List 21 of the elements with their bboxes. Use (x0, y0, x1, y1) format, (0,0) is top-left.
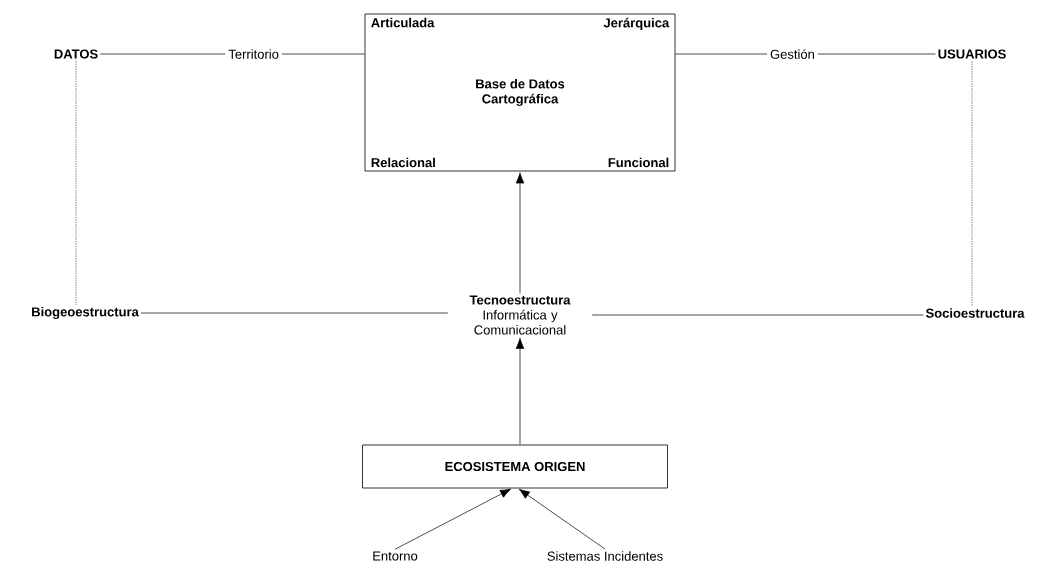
connector-line (675, 53, 936, 55)
arrow (515, 172, 525, 294)
arrow (515, 337, 525, 445)
process-box: ECOSISTEMA ORIGEN (362, 444, 668, 489)
label-text: DATOS (54, 49, 98, 59)
label-text: USUARIOS (938, 49, 1006, 59)
edge-label: Territorio (225, 46, 282, 62)
database-box: Base de Datos Cartográfica Articulada Jerárquica Relacional Funcional (364, 13, 676, 172)
dotted-line (75, 60, 77, 306)
dotted-line (971, 60, 973, 307)
connector-line (100, 53, 365, 55)
label-text: Socioestructura (925, 308, 1025, 318)
label-text: Biogeoestructura (32, 306, 139, 320)
arrow (518, 488, 606, 550)
connector-line (140, 312, 449, 314)
connector-line (591, 314, 924, 316)
label-text: Tecnoestructura Informática y Comunicacional (469, 295, 571, 335)
label-text: Sistemas Incidentes (547, 551, 663, 561)
edge-label: Gestión (767, 46, 818, 62)
label-text: Entorno (373, 551, 418, 561)
arrow (394, 488, 512, 550)
